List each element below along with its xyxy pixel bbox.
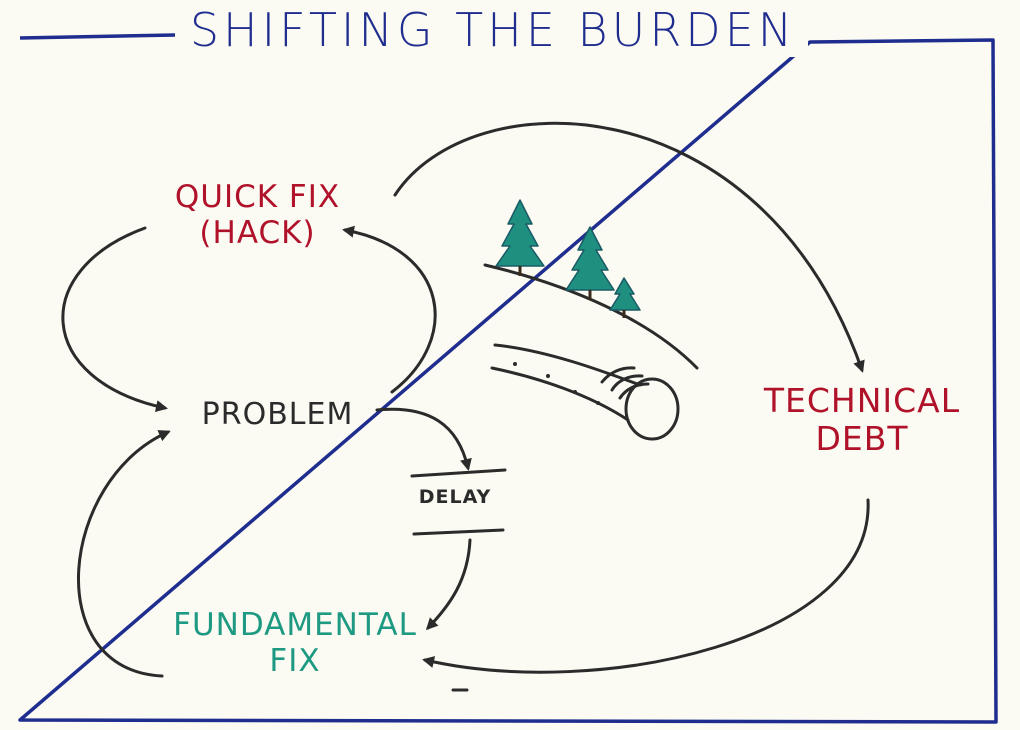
- fundamental-fix-label-line1: FUNDAMENTAL: [173, 607, 417, 643]
- pine-tree-icon: [495, 199, 545, 276]
- rolling-snowball-icon: [624, 377, 680, 441]
- snowball-trail-dots: [513, 362, 600, 405]
- delay-bar-bottom: [412, 528, 505, 536]
- technical-debt-label-line2: DEBT: [815, 418, 909, 458]
- node-delay: DELAY: [418, 486, 492, 508]
- arrow-fundamental-to-problem: [76, 430, 171, 678]
- arrow-quickfix-to-technical-debt: [393, 121, 865, 373]
- fundamental-fix-label-line2: FIX: [269, 642, 321, 679]
- node-problem: PROBLEM: [201, 397, 354, 432]
- arrow-problem-to-quickfix: [342, 225, 437, 394]
- node-technical-debt: TECHNICAL DEBT: [742, 382, 982, 458]
- technical-debt-label-line1: TECHNICAL: [763, 381, 961, 420]
- hill-slope-icon: [483, 263, 699, 370]
- arrow-technical-debt-to-fundamental: [422, 498, 870, 674]
- delay-bar-top: [410, 468, 507, 478]
- snowball-trail-lower: [490, 366, 630, 422]
- pine-tree-icon: [565, 226, 615, 300]
- node-fundamental-fix: FUNDAMENTAL FIX: [170, 607, 420, 679]
- snowball-trail-upper: [493, 343, 642, 387]
- quick-fix-label-line1: QUICK FIX: [174, 179, 341, 215]
- motion-line-1: [600, 366, 636, 384]
- arrow-problem-to-delay: [375, 407, 472, 471]
- page-title: SHIFTING THE BURDEN: [178, 4, 808, 57]
- motion-line-2: [610, 374, 644, 392]
- frame-border: [18, 33, 998, 724]
- arrow-quickfix-to-problem: [61, 226, 168, 412]
- motion-line-3: [618, 382, 650, 400]
- node-quick-fix: QUICK FIX (HACK): [150, 179, 365, 251]
- pine-tree-icon: [609, 277, 641, 318]
- arrow-delay-to-fundamental: [425, 538, 472, 631]
- quick-fix-label-line2: (HACK): [199, 214, 316, 251]
